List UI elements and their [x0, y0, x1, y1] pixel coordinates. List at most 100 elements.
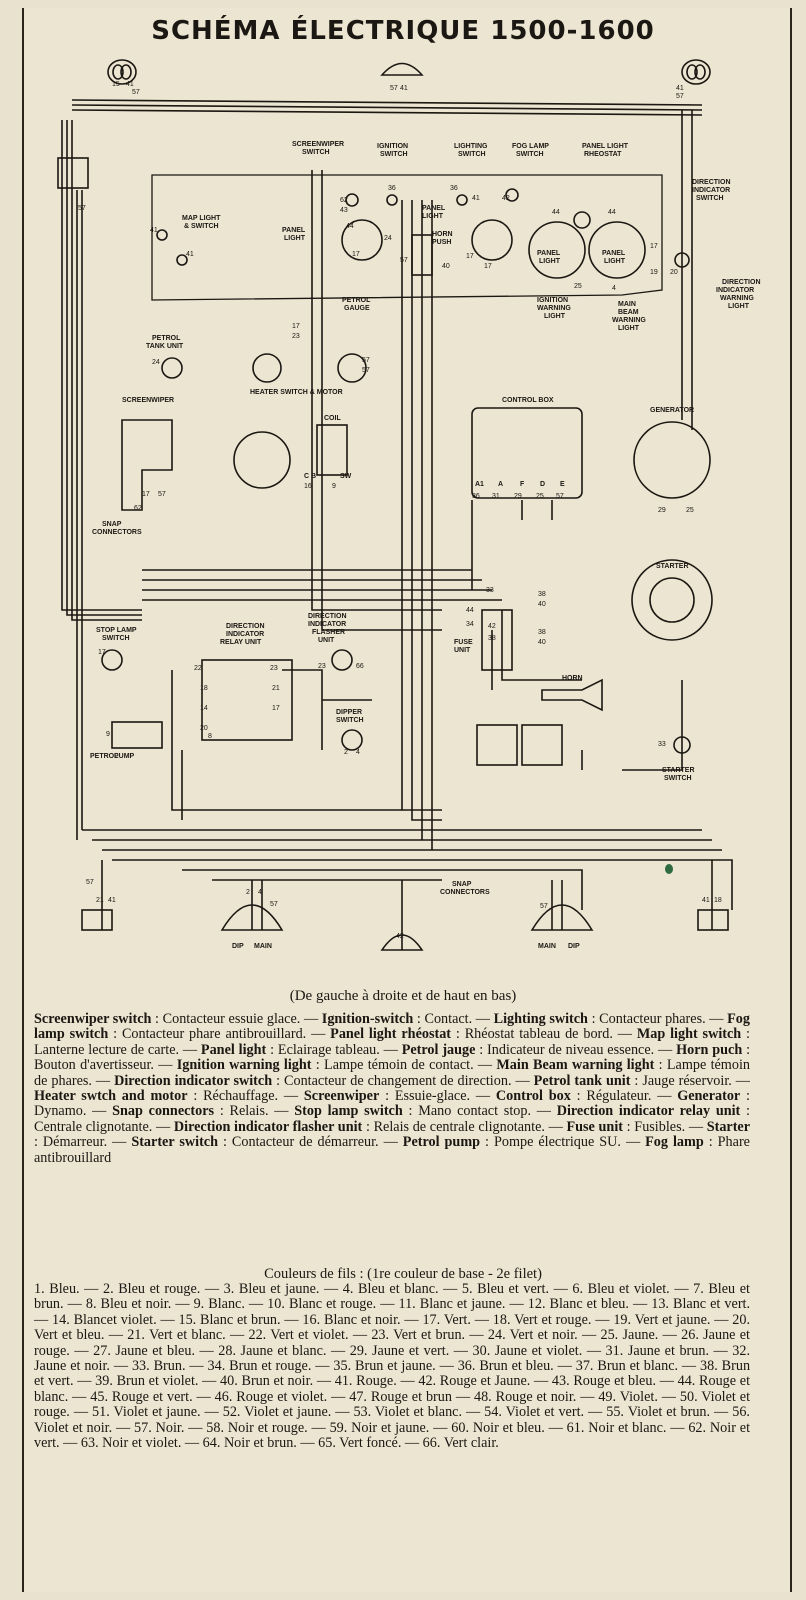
wire-num: 41 [150, 227, 158, 234]
wire-color-entry: 36. Brun et bleu. — [457, 1358, 576, 1375]
glossary-translation: : Régulateur. — [570, 1088, 678, 1105]
glossary-translation: : Mano contact stop. — [402, 1103, 557, 1120]
wire-num: 24 [384, 235, 392, 242]
wire-color-entry: 51. Violet et jaune. — [92, 1404, 223, 1421]
wire-num: 17 [142, 491, 150, 498]
label-coil-cb: C B [304, 473, 316, 480]
glossary-translation: : Réchauffage. — [187, 1088, 304, 1105]
wire-num: 20 [670, 269, 678, 276]
wire-color-entry: 10. Blanc et rouge. — [267, 1296, 399, 1313]
wire-color-entry: 29. Jaune et vert. — [349, 1342, 473, 1359]
glossary-term: Snap connectors [112, 1103, 215, 1120]
wire-color-entry: 17. Vert. — [422, 1311, 493, 1328]
wire-color-entry: 42. Rouge et Jaune. — [418, 1373, 552, 1390]
wire-color-entry: 16. Blanc et noir. — [302, 1311, 423, 1328]
glossary-translation: : Contacteur phare antibrouillard. — [108, 1026, 331, 1043]
label-ignition-warning-1: IGNITION [537, 297, 568, 304]
label-screenwiper-switch-1: SCREENWIPER [292, 141, 344, 148]
label-terminal-a1: A1 [475, 481, 484, 488]
wire-num: 24 [152, 359, 160, 366]
label-horn-push-1: HORN [432, 231, 453, 238]
wire-color-entry: 35. Brun et jaune. — [333, 1358, 458, 1375]
label-ignition-warning-3: LIGHT [544, 313, 566, 320]
label-ignition-warning-2: WARNING [537, 305, 571, 312]
wire-color-entry: 64. Noir et brun. — [202, 1435, 319, 1452]
wire-num: 57 [676, 93, 684, 100]
glossary: Screenwiper switch : Contacteur essuie g… [34, 1011, 751, 1166]
wire-num: 57 [270, 901, 278, 908]
wire-color-entry: 63. Noir et violet. — [80, 1435, 203, 1452]
glossary-translation: : Contact. — [413, 1011, 494, 1027]
label-snap-bottom-2: CONNECTORS [440, 889, 490, 896]
label-dir-warning-1: DIRECTION [722, 279, 761, 286]
wire-color-entry: 14. Blancet violet. — [52, 1311, 179, 1328]
wire-num: 17 [650, 243, 658, 250]
glossary-translation: : Jauge réservoir. — [630, 1072, 750, 1089]
wire-num: 57 [78, 205, 86, 212]
wire-num: 17 [352, 251, 360, 258]
wire-num: 17 [272, 705, 280, 712]
glossary-translation: : Bouton d'avertisseur. — [34, 1041, 751, 1074]
wire-num: 57 [390, 85, 398, 92]
wire-color-entry: 26. Jaune et rouge. — [34, 1327, 750, 1359]
wire-num: 18 [714, 897, 722, 904]
wire-color-entry: 3. Bleu et jaune. — [223, 1281, 343, 1297]
wire-color-entry: 58. Noir et rouge. — [206, 1419, 330, 1436]
label-ignition-switch-1: IGNITION [377, 143, 408, 150]
wire-color-entry: 53. Violet et blanc. — [353, 1404, 485, 1421]
label-terminal-d: D [540, 481, 545, 488]
glossary-translation: : Dynamo. — [34, 1088, 750, 1120]
glossary-translation: : Phare antibrouillard [34, 1134, 750, 1166]
glossary-term: Direction indicator switch [114, 1072, 273, 1089]
wire-color-entry: 18. Vert et rouge. — [492, 1311, 614, 1328]
label-panel-light-rheostat-2: RHEOSTAT [584, 151, 622, 158]
wire-num: 42 [488, 623, 496, 630]
wire-num: 18 [200, 685, 208, 692]
wire-color-entry: 6. Bleu et violet. — [572, 1281, 694, 1297]
label-panel-light-mid-1: PANEL [422, 205, 446, 212]
page-title: SCHÉMA ÉLECTRIQUE 1500-1600 [151, 16, 655, 46]
glossary-term: Panel light rhéostat [330, 1026, 452, 1043]
wire-num: 15 [112, 81, 120, 88]
glossary-term: Horn puch [676, 1041, 743, 1058]
wire-num: 44 [466, 607, 474, 614]
wire-num: 19 [650, 269, 658, 276]
wire-num: 33 [486, 587, 494, 594]
label-panel-light-a-2: LIGHT [539, 258, 561, 265]
glossary-translation: : Centrale clignotante. — [34, 1103, 750, 1135]
wire-color-entry: 38. Brun et vert. — [34, 1358, 751, 1390]
label-screenwiper-switch-2: SWITCH [302, 149, 330, 156]
wire-num: 25 [574, 283, 582, 290]
wire-num: 21 [96, 897, 104, 904]
wire-color-entry: 2. Bleu et rouge. — [102, 1281, 224, 1297]
wire-color-entry: 9. Blanc. — [193, 1296, 268, 1313]
label-main-left: MAIN [254, 943, 272, 950]
wire-num: 42 [502, 195, 510, 202]
wire-num: 9 [332, 483, 336, 490]
wire-color-entry: 5. Bleu et vert. — [461, 1281, 573, 1297]
wire-num: 41 [676, 85, 684, 92]
glossary-translation: : Lanterne lecture de carte. — [34, 1026, 751, 1058]
label-dipper-1: DIPPER [336, 709, 362, 716]
wire-color-entry: 47. Rouge et brun — [349, 1388, 474, 1405]
wire-num: 66 [356, 663, 364, 670]
wire-num: 2 [344, 749, 348, 756]
glossary-term: Direction indicator flasher unit [173, 1118, 363, 1135]
wire-color-entry: 40. Brun et noir. — [220, 1373, 335, 1390]
wire-color-entry: 23. Vert et brun. — [371, 1327, 488, 1344]
wire-num: 16 [304, 483, 312, 490]
wire-color-entry: 65. Vert foncé. — [318, 1435, 423, 1452]
wire-num: 41 [400, 85, 408, 92]
glossary-translation: : Relais. — [214, 1103, 295, 1120]
label-panel-light-b-2: LIGHT [604, 258, 626, 265]
label-relay-2: INDICATOR [226, 631, 264, 638]
wire-num: 41 [702, 897, 710, 904]
wire-color-entry: 33. Brun. — [131, 1358, 208, 1375]
label-starter-switch-2: SWITCH [664, 775, 692, 782]
label-horn-push-2: PUSH [432, 239, 451, 246]
wire-color-entry: 43. Rouge et bleu. — [551, 1373, 678, 1390]
wire-num: 42 [396, 933, 404, 940]
wire-num: 4 [356, 749, 360, 756]
wire-color-entry: 19. Vert et jaune. — [613, 1311, 733, 1328]
wire-num: 8 [208, 733, 212, 740]
